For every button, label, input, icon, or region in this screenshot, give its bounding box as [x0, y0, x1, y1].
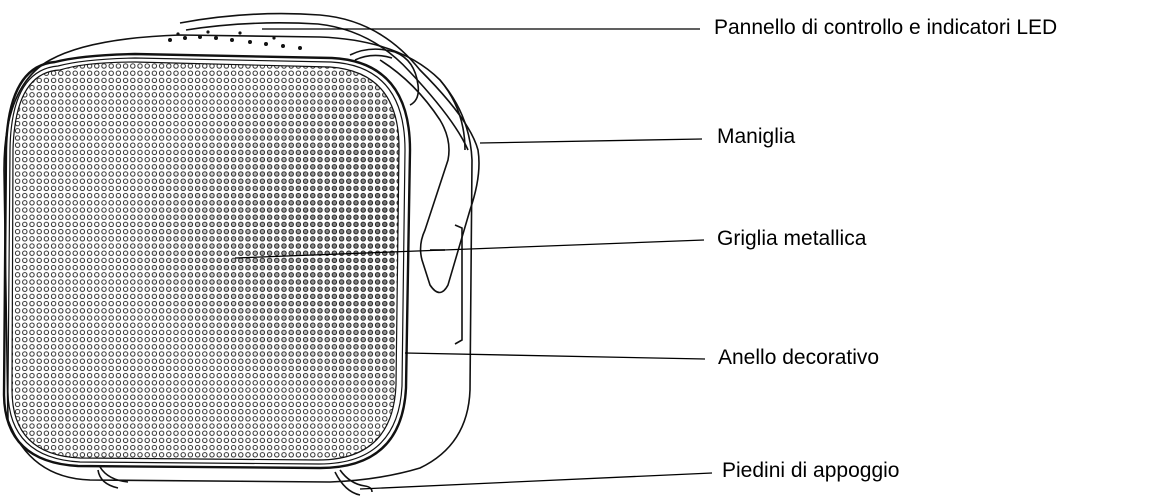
leader-line-handle: [480, 139, 702, 143]
led-panel: [168, 30, 302, 50]
callout-handle-label: Maniglia: [717, 126, 795, 147]
leader-line-feet: [360, 473, 712, 489]
callout-feet-label: Piedini di appoggio: [722, 460, 899, 481]
metal-grille: [10, 55, 405, 465]
callout-led-panel-label: Pannello di controllo e indicatori LED: [714, 17, 1057, 38]
callout-grille-label: Griglia metallica: [717, 228, 866, 249]
callout-ring-label: Anello decorativo: [718, 347, 879, 368]
leader-line-ring: [405, 353, 705, 359]
